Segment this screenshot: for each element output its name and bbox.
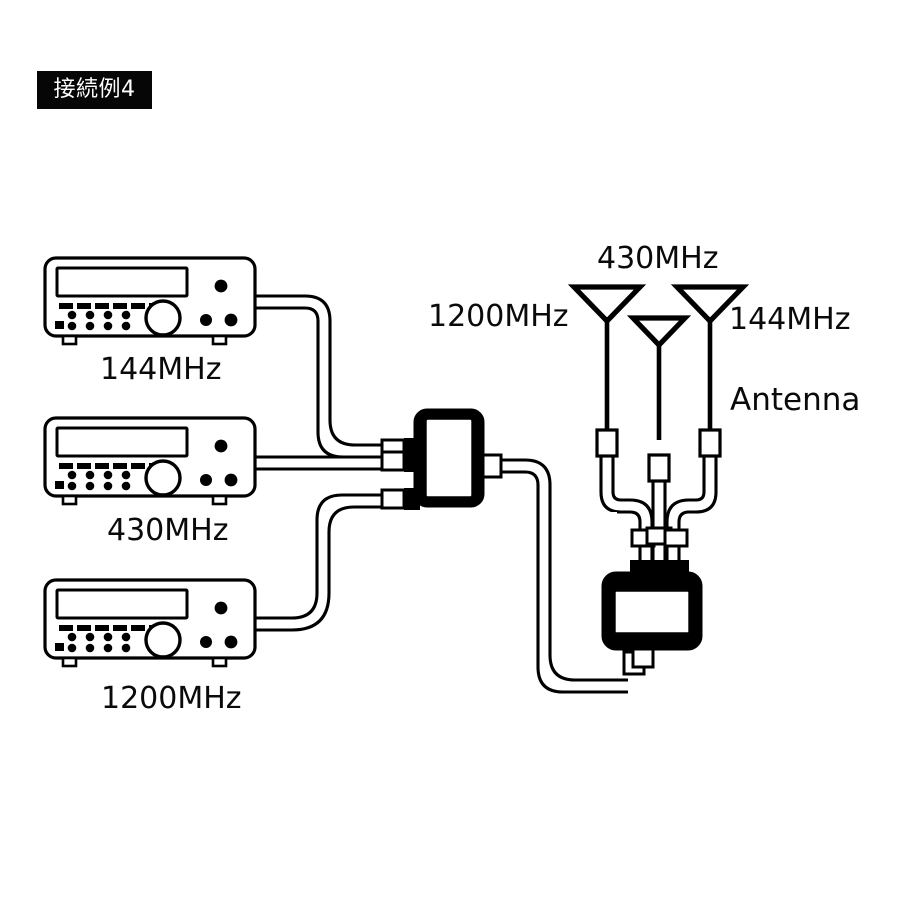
example-badge-label: 接続例4 [53, 77, 136, 102]
coax-430mhz-to-triplexer [255, 450, 420, 472]
transceiver-1200mhz[interactable] [43, 578, 257, 668]
transceiver-144mhz[interactable] [43, 256, 257, 346]
transceiver-430mhz[interactable] [43, 416, 257, 506]
label-antenna-144mhz: 144MHz [729, 302, 851, 337]
label-transceiver-1200mhz: 1200MHz [101, 681, 242, 716]
label-transceiver-430mhz: 430MHz [107, 513, 229, 548]
label-antenna-430mhz: 430MHz [597, 241, 719, 276]
example-badge: 接続例4 [37, 71, 152, 109]
label-transceiver-144mhz: 144MHz [100, 352, 222, 387]
antenna-1200mhz[interactable] [574, 287, 640, 437]
coax-144mhz-to-triplexer [255, 294, 420, 460]
coax-1200mhz-to-triplexer [255, 488, 420, 632]
coax-antenna-144mhz-drop [663, 428, 722, 578]
triplexer-antenna-side[interactable] [601, 571, 703, 669]
antenna-430mhz[interactable] [633, 318, 685, 440]
coax-antenna-1200mhz-drop [595, 428, 656, 578]
label-antenna-1200mhz: 1200MHz [428, 299, 569, 334]
triplexer-radio-side[interactable] [413, 408, 503, 508]
label-antenna-group: Antenna [730, 382, 861, 418]
coax-antenna-430mhz-drop [645, 453, 673, 578]
